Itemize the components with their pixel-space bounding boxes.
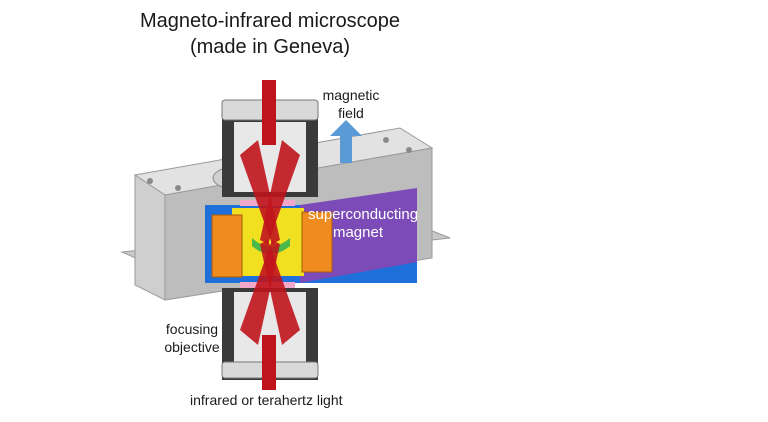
focusing-label-line2: objective [164,339,220,355]
focusing-label-line1: focusing [165,321,219,337]
beam-in [262,80,276,145]
orange-block-right [301,211,333,273]
magnetic-field-arrow-icon [330,120,362,163]
light-label: infrared or terahertz light [190,392,343,408]
beam-cone-bottom-right [260,240,300,345]
title-line-1: Magneto-infrared microscope [139,10,401,32]
screw [406,147,412,153]
superconducting-label-line2: magnet [332,224,384,241]
magnetic-field-label-line1: magnetic [322,87,380,103]
superconducting-magnet-label: superconducting magnet [308,206,419,242]
magnetic-field-label-line2: field [338,105,364,121]
magnetic-field-label: magnetic field [321,86,381,122]
title-line-2: (made in Geneva) [189,36,351,58]
housing-front [134,174,166,301]
focusing-objective-label: focusing objective [160,320,224,356]
orange-block-left [211,214,243,278]
screw [147,178,153,184]
screw [383,137,389,143]
beam-cone-top-right [260,140,300,244]
beam-out [262,335,276,390]
superconducting-label-line1: superconducting [308,206,419,223]
screw [175,185,181,191]
